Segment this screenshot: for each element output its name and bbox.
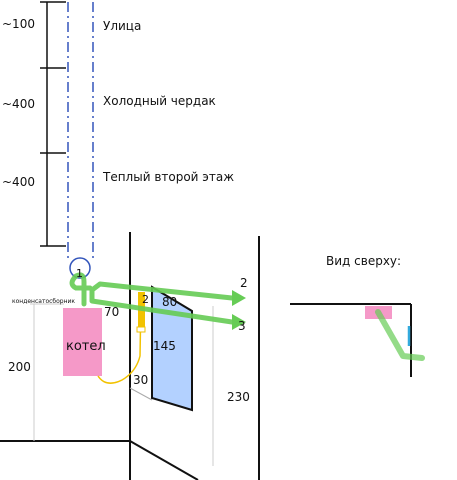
chimney-dim-floor: ~400 — [2, 175, 35, 189]
chimney-dim-attic: ~400 — [2, 97, 35, 111]
dim-radiator-top: 80 — [162, 295, 177, 309]
chimney-pipe — [67, 2, 94, 262]
room-walls — [0, 232, 260, 480]
condensate-collector-label: конденсатосборник — [12, 298, 75, 305]
marker-3: 3 — [238, 319, 246, 333]
supply-valve — [138, 292, 145, 330]
zone-street: Улица — [103, 19, 141, 33]
zone-warm-floor: Теплый второй этаж — [102, 170, 234, 184]
top-view-label: Вид сверху: — [326, 254, 401, 268]
chimney-connector — [69, 257, 91, 279]
dim-boiler-height: 200 — [8, 360, 31, 374]
dimension-lines — [30, 303, 214, 466]
top-view-flue — [375, 309, 425, 361]
radiator — [151, 285, 193, 412]
dim-radiator-height: 145 — [153, 339, 176, 353]
flue-pipes — [69, 272, 235, 325]
chimney-dim-street: ~100 — [2, 17, 35, 31]
boiler — [63, 308, 102, 376]
chimney-ruler — [40, 1, 66, 247]
zone-cold-attic: Холодный чердак — [103, 94, 216, 108]
top-view-walls — [290, 303, 412, 377]
dim-ceiling-height: 230 — [227, 390, 250, 404]
valve-fitting — [136, 326, 146, 333]
connection-hose — [97, 297, 142, 384]
marker-1: 1 — [76, 267, 83, 280]
dim-radiator-bottom: 30 — [133, 373, 148, 387]
dim-pipe-offset: 70 — [104, 305, 119, 319]
marker-2: 2 — [240, 276, 248, 290]
boiler-label: котел — [66, 339, 106, 354]
flue-arrowheads — [232, 290, 246, 330]
marker-2-radiator: 2 — [142, 293, 149, 306]
